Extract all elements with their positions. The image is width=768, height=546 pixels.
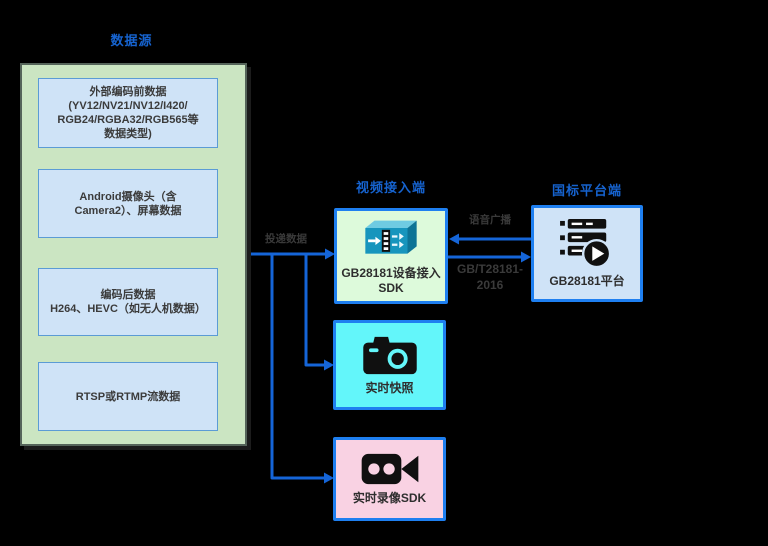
source-item-label: 外部编码前数据 (YV12/NV21/NV12/I420/ RGB24/RGBA… [57,86,199,140]
sdk-cube-icon [365,220,417,254]
video-camera-icon [361,453,418,485]
gb28181-sdk-node: GB28181设备接入 SDK [334,208,448,304]
push-data-arrow-label: 投递数据 [265,233,307,245]
platform-side-header: 国标平台端 [551,183,622,198]
platform-node-label: GB28181平台 [549,273,625,288]
snapshot-branch-line [304,254,324,367]
voice-broadcast-arrow-label: 语音广播 [469,214,511,226]
realtime-snapshot-node: 实时快照 [333,320,446,410]
source-item-rtsp-rtmp: RTSP或RTMP流数据 [38,362,218,431]
record-node-label: 实时录像SDK [352,491,427,505]
snapshot-node-label: 实时快照 [365,381,414,395]
sdk-node-label: GB28181设备接入 SDK [341,265,441,295]
camera-icon [362,336,417,375]
realtime-record-node: 实时录像SDK [333,437,446,521]
data-source-panel: 外部编码前数据 (YV12/NV21/NV12/I420/ RGB24/RGBA… [20,63,247,446]
server-play-icon [560,218,612,268]
source-item-android-camera: Android摄像头（含 Camera2）、屏幕数据 [38,169,218,238]
data-source-title: 数据源 [110,33,153,48]
gb28181-platform-node: GB28181平台 [531,205,643,302]
source-item-label: 编码后数据 H264、HEVC（如无人机数据） [50,289,206,315]
source-item-label: RTSP或RTMP流数据 [75,390,181,403]
source-item-encoded-data: 编码后数据 H264、HEVC（如无人机数据） [38,268,218,336]
source-item-label: Android摄像头（含 Camera2）、屏幕数据 [74,190,182,217]
access-side-header: 视频接入端 [355,180,426,195]
source-item-raw-data: 外部编码前数据 (YV12/NV21/NV12/I420/ RGB24/RGBA… [38,78,218,148]
broadcast-arrowhead [449,233,459,245]
record-branch-line [270,254,324,480]
gbt28181-protocol-label: GB/T28181- 2016 [456,262,524,292]
